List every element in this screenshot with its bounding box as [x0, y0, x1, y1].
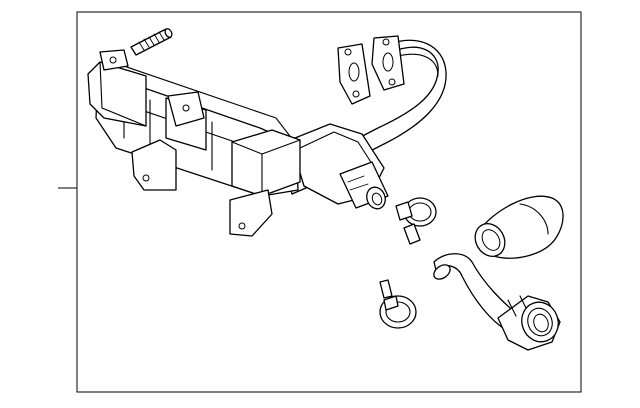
- diagram-frame: [58, 12, 581, 392]
- gasket-lower-part[interactable]: [338, 44, 370, 104]
- coolant-hose-upper-part[interactable]: [469, 196, 563, 262]
- coolant-hose-lower-part[interactable]: [431, 254, 564, 350]
- stud-part[interactable]: [131, 28, 173, 55]
- gasket-upper-part[interactable]: [372, 36, 404, 90]
- hose-clamp-upper-part[interactable]: [396, 198, 436, 244]
- egr-cooler-assembly[interactable]: [88, 50, 388, 236]
- hose-clamp-lower-part[interactable]: [380, 280, 416, 328]
